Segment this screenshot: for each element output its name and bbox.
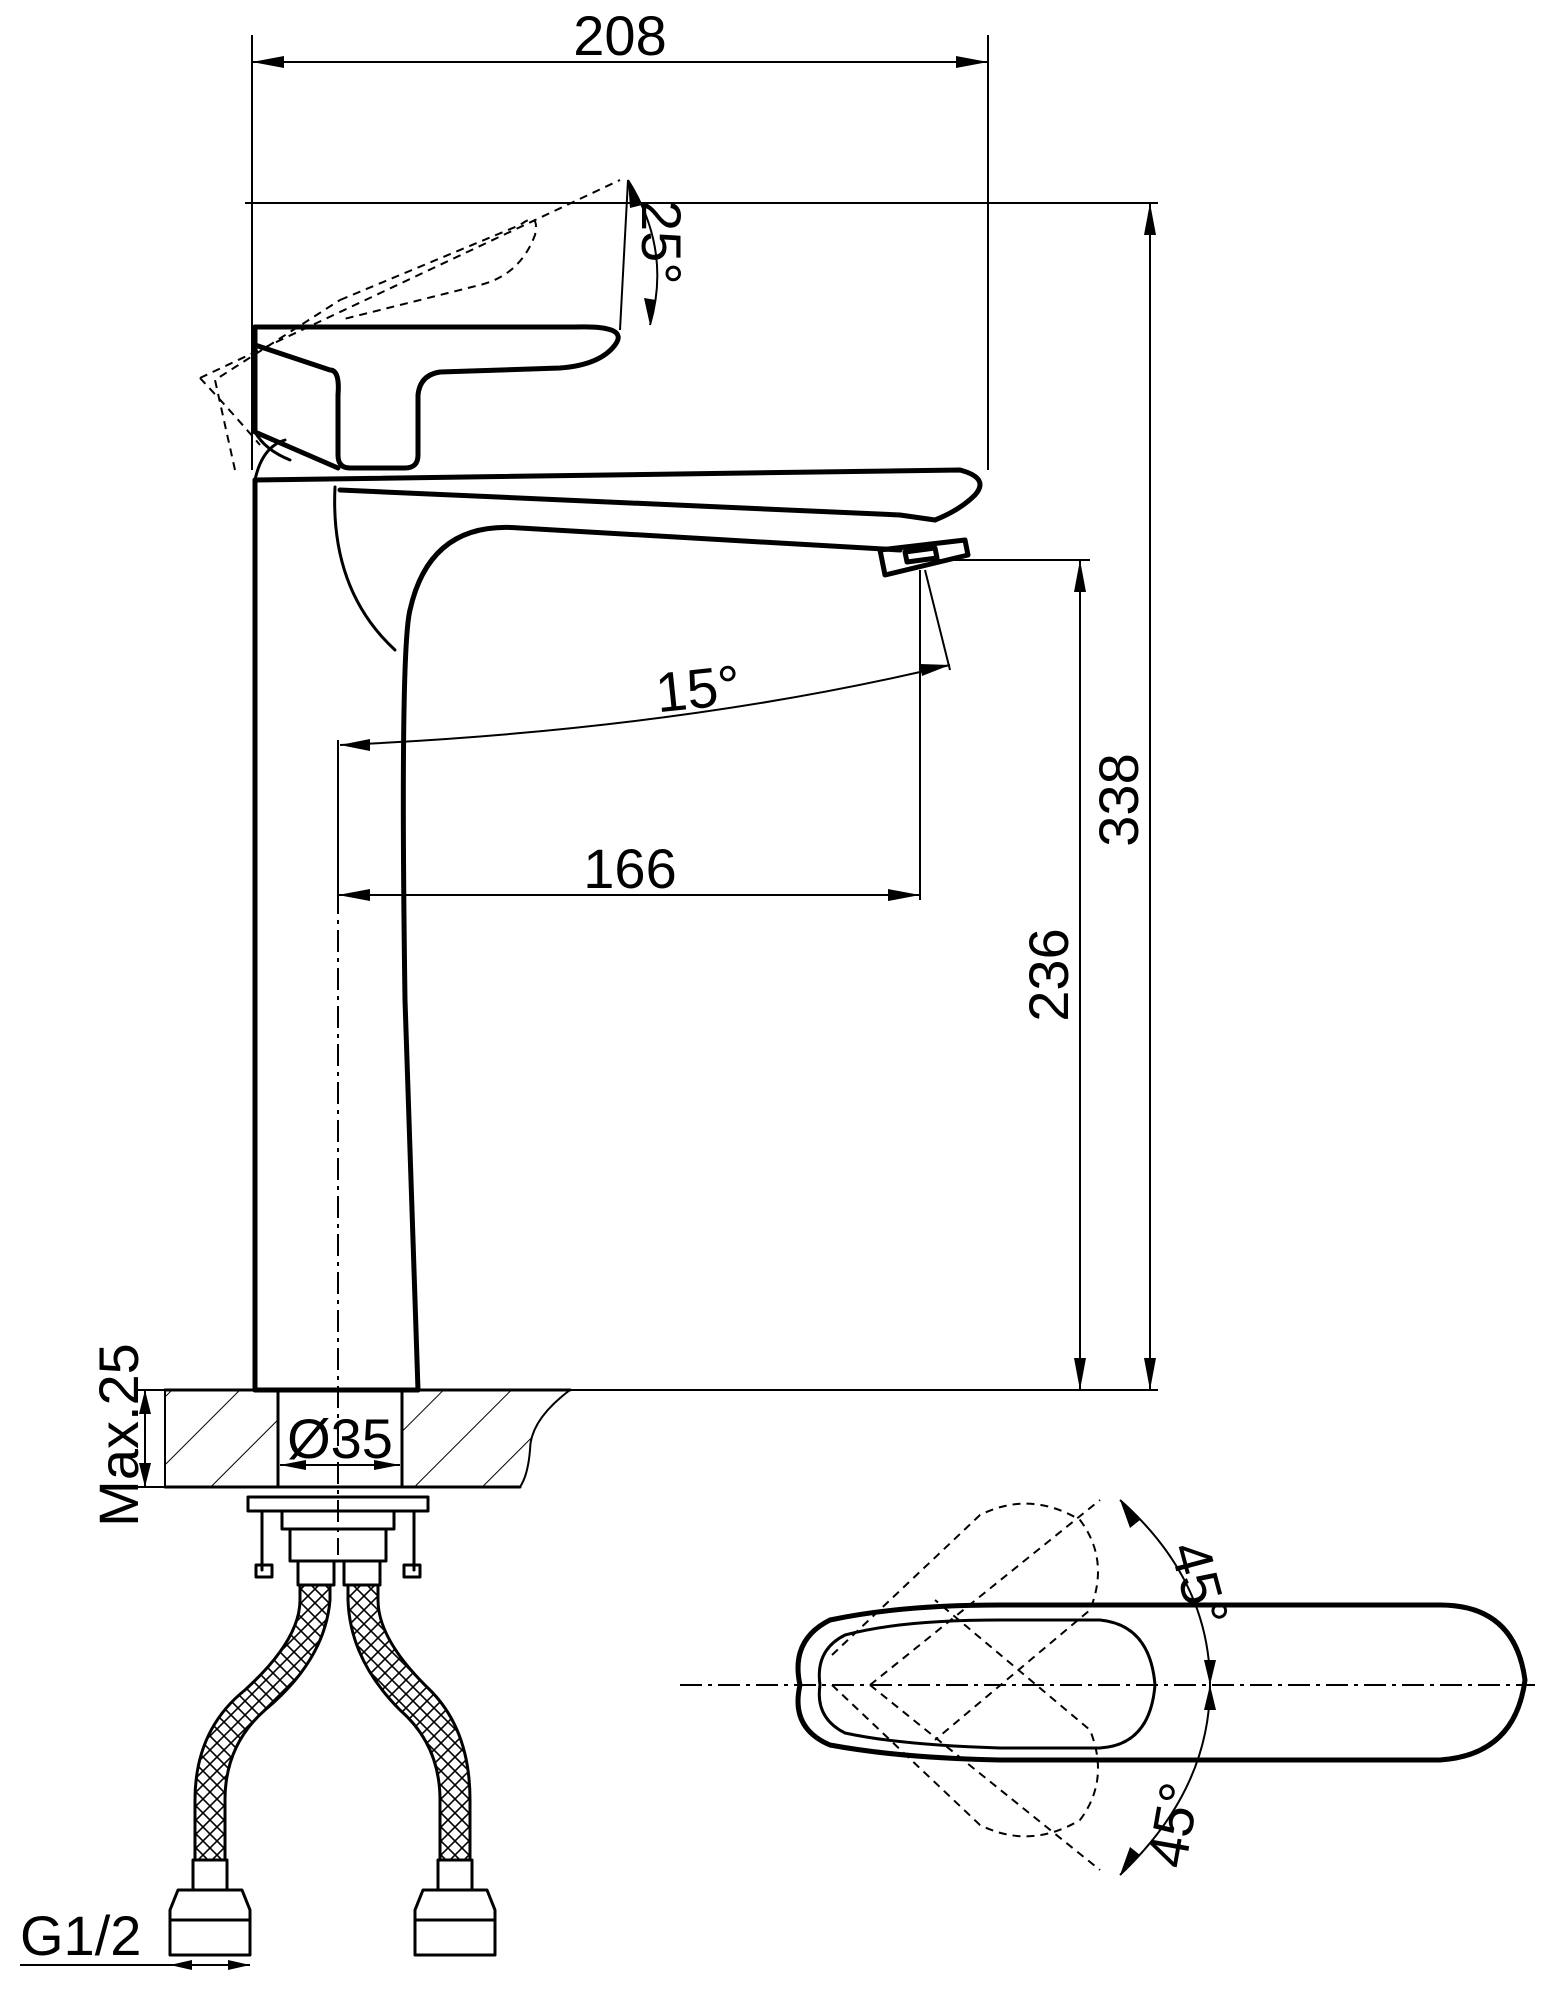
dimension-hole-diameter: Ø35: [280, 1407, 400, 1470]
deck-section: [163, 1388, 573, 1489]
tilt-25-label: 25°: [630, 200, 693, 285]
handle-top-view: [680, 1499, 1535, 1871]
dimension-max-deck: Max.25: [87, 1343, 165, 1527]
lever-raised-ghost: [199, 179, 621, 471]
swivel-15-label: 15°: [653, 653, 744, 725]
max-deck-label: Max.25: [87, 1343, 150, 1527]
handle-angle-dimensions: 45° 45°: [1119, 1499, 1241, 1876]
dimension-208-label: 208: [573, 4, 666, 67]
angle-45-top-label: 45°: [1158, 1535, 1241, 1633]
thread-size-label: G1/2: [20, 1904, 141, 1967]
height-338-label: 338: [1087, 753, 1150, 846]
dimension-spout-reach: 166: [337, 570, 921, 901]
hole-diameter-label: Ø35: [287, 1407, 393, 1470]
dimension-overall-width: 208: [251, 4, 989, 470]
dimension-spout-height: 236: [935, 559, 1090, 1390]
faucet-body: [252, 324, 983, 1393]
reach-166-label: 166: [583, 837, 676, 900]
supply-hoses: [168, 1583, 497, 1957]
angle-45-bottom-label: 45°: [1135, 1778, 1212, 1872]
dimension-total-height: 338: [1087, 203, 1156, 1390]
lever-tilt-dimension: 25°: [619, 179, 693, 331]
thread-dimension: G1/2: [20, 1904, 250, 1970]
height-236-label: 236: [1017, 928, 1080, 1021]
spout-swivel-dimension: 15°: [339, 569, 951, 751]
